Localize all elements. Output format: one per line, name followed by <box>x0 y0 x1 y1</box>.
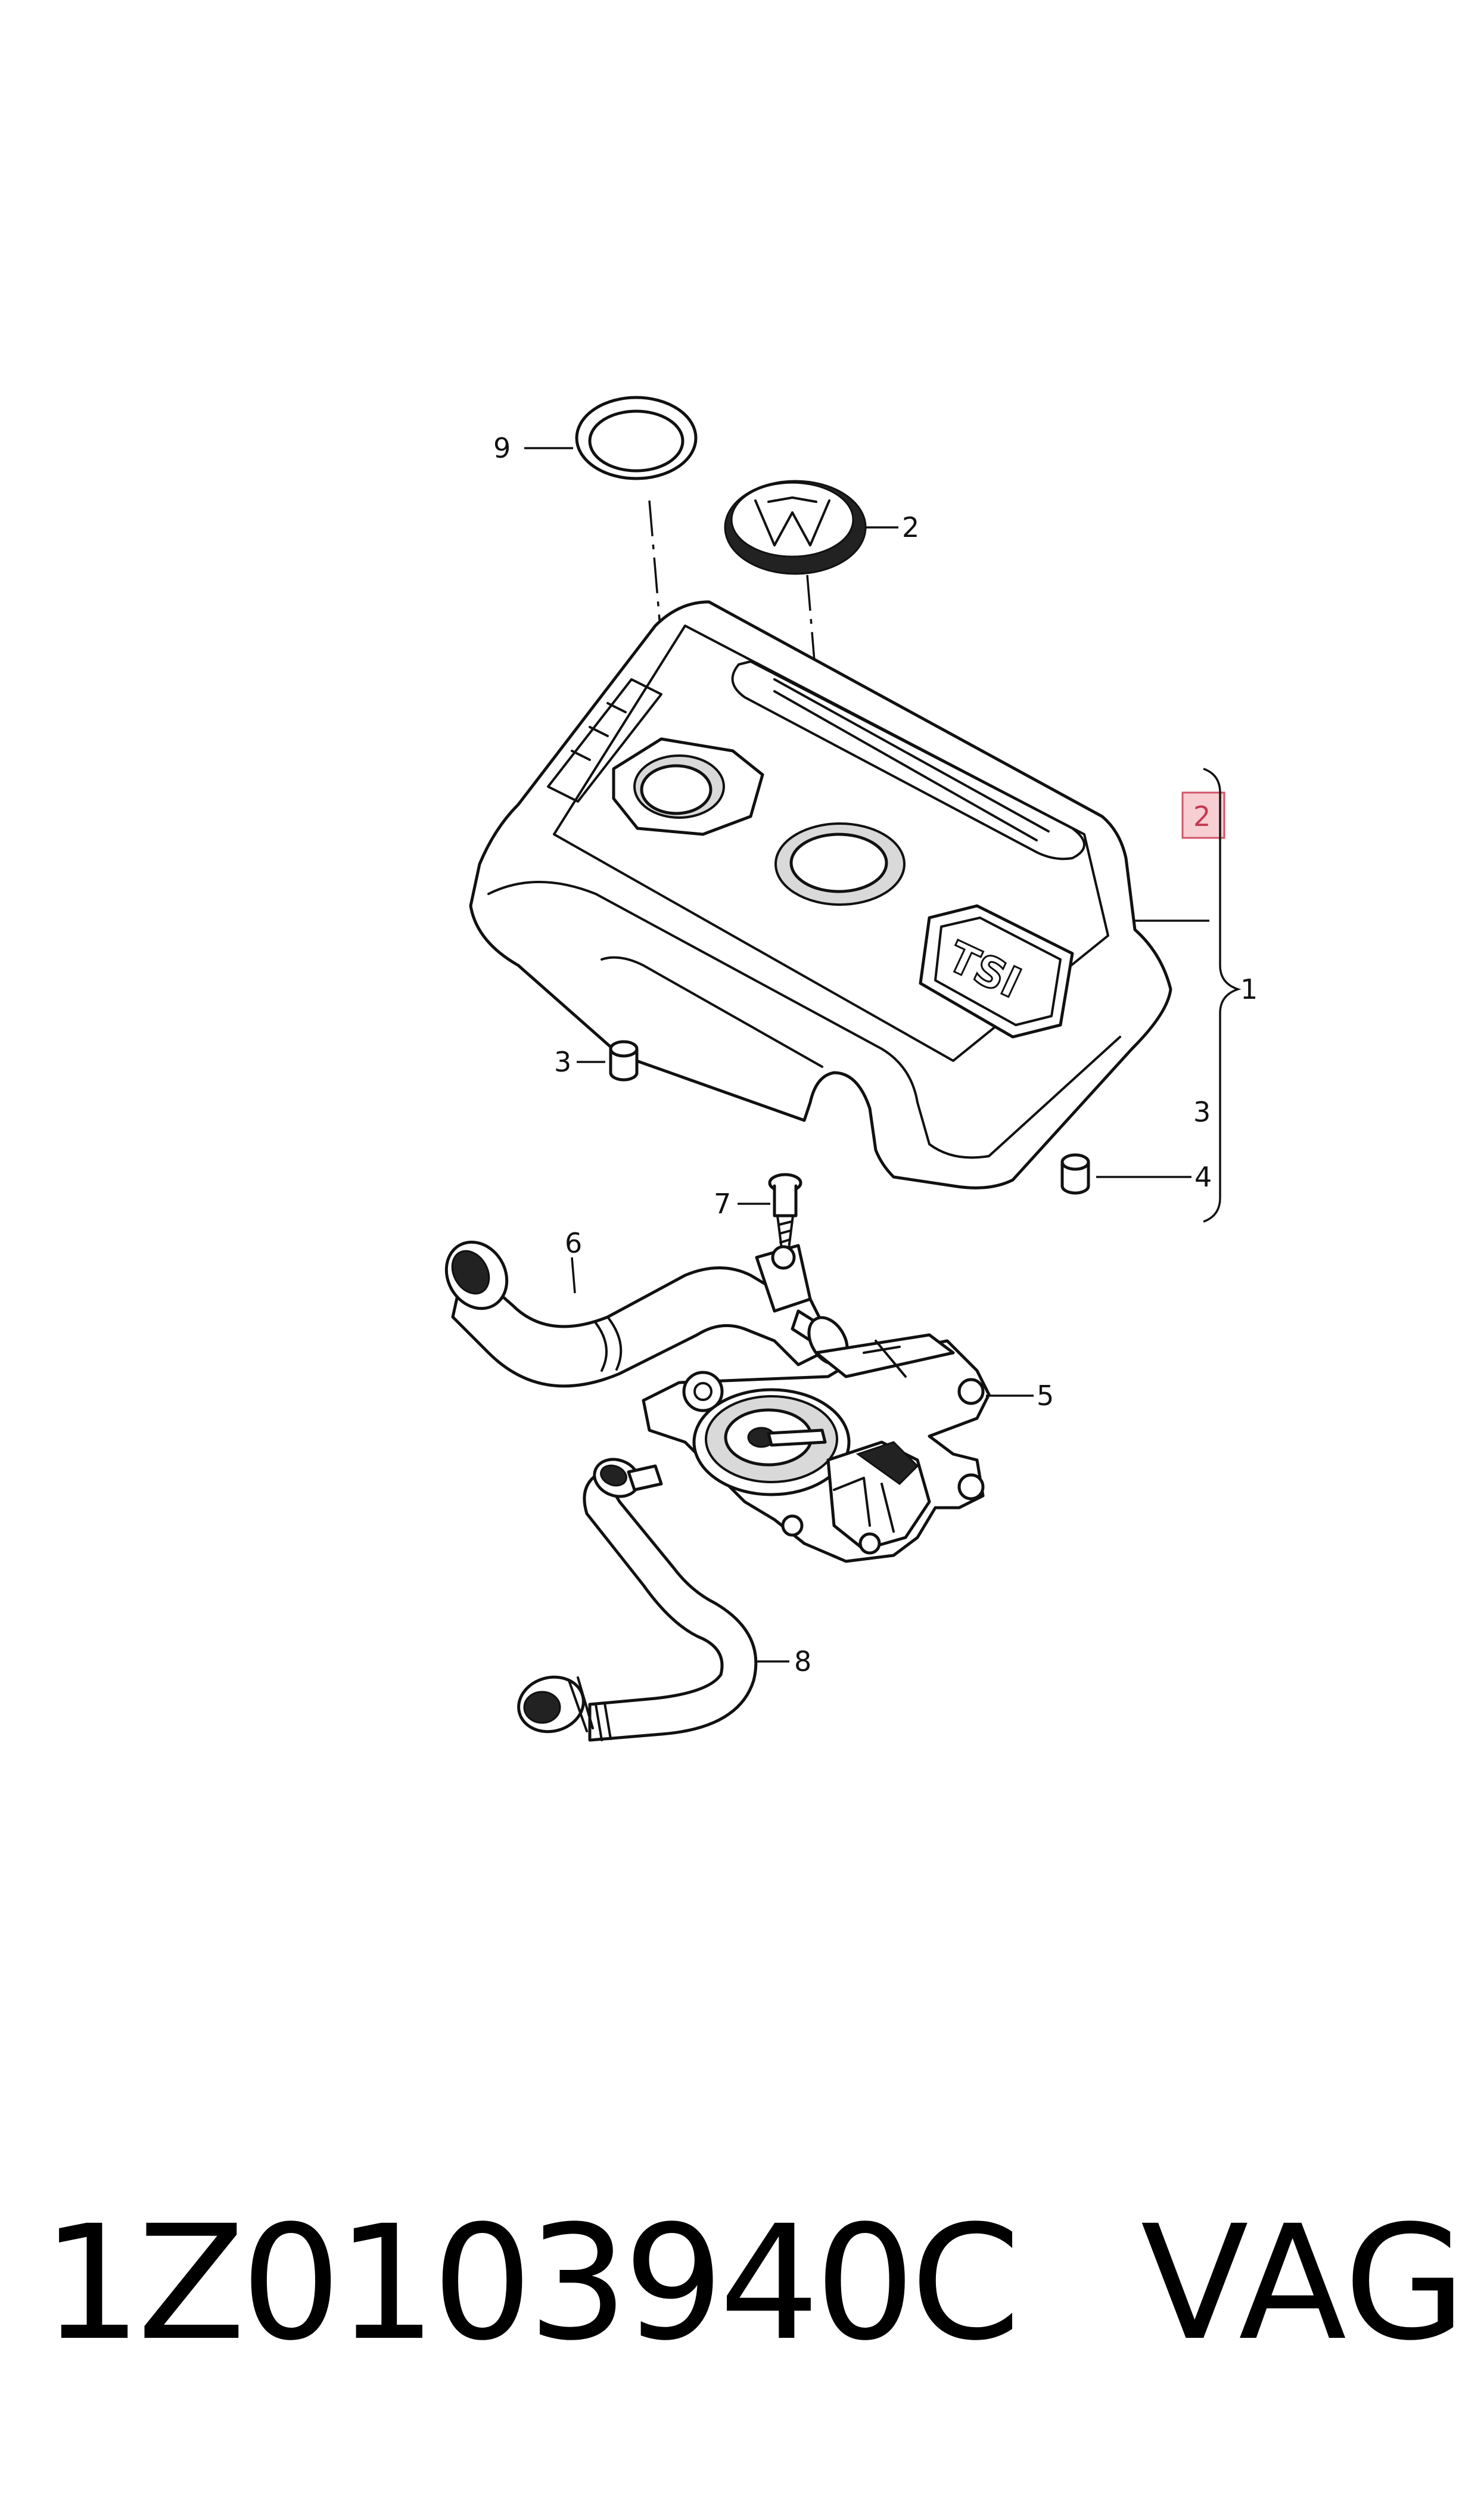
callout-3-left: 3 <box>554 1046 571 1078</box>
part-number: 1Z0103940C <box>42 2192 1021 2375</box>
crankcase-hose-part <box>517 1458 758 1742</box>
callout-9: 9 <box>493 432 511 464</box>
screw-part <box>768 1173 802 1250</box>
rubber-buffer-left-part <box>609 1040 639 1082</box>
group-bracket <box>1203 768 1242 1223</box>
emblem-part <box>724 480 867 575</box>
leader-6 <box>571 1257 576 1294</box>
engine-cover-part: TSI <box>469 600 1172 1189</box>
callout-5: 5 <box>1037 1380 1054 1412</box>
breather-hose-part <box>444 1240 849 1388</box>
callout-3-right: 3 <box>1193 1096 1211 1128</box>
callout-4: 4 <box>1194 1161 1212 1193</box>
rubber-buffer-right-part <box>1060 1153 1090 1195</box>
callout-6: 6 <box>565 1227 582 1259</box>
callout-7: 7 <box>714 1188 731 1220</box>
brand-name: VAG <box>1140 2192 1466 2375</box>
callout-8: 8 <box>794 1645 811 1678</box>
callout-2: 2 <box>902 511 919 543</box>
oil-separator-part <box>642 1333 991 1563</box>
callout-1: 1 <box>1240 973 1258 1005</box>
callout-2-highlighted: 2 <box>1193 800 1211 833</box>
sealing-ring-part <box>575 396 698 480</box>
highlight-callout-box <box>1181 791 1225 839</box>
